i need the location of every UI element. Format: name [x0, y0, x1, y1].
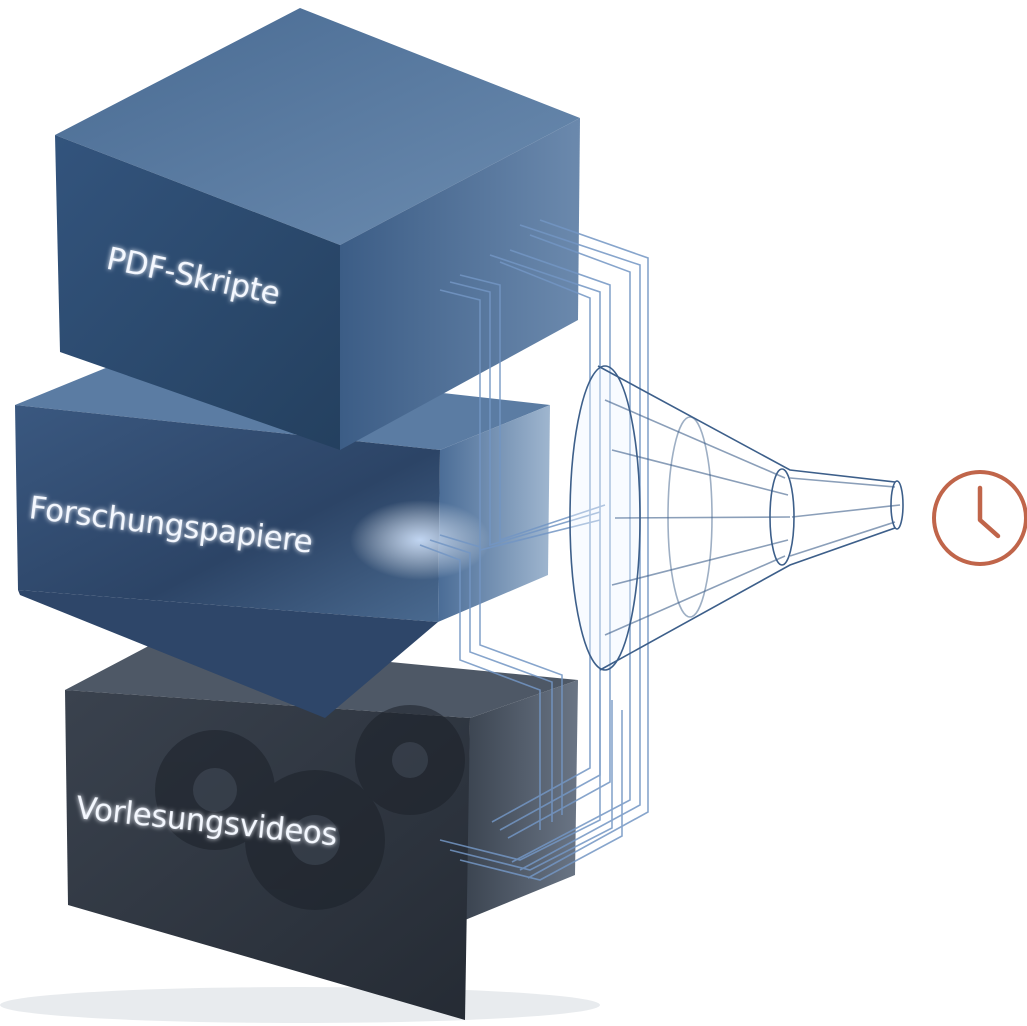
- clock-icon: [932, 470, 1027, 566]
- floor-shadow: [0, 987, 600, 1023]
- data-wires: [419, 219, 649, 881]
- light-glow: [350, 500, 490, 580]
- funnel: [569, 365, 904, 671]
- block-vorlesungsvideos: Vorlesungsvideos: [65, 640, 578, 1020]
- block-forschungspapiere-base: [18, 590, 438, 718]
- gear-icon: [155, 705, 465, 910]
